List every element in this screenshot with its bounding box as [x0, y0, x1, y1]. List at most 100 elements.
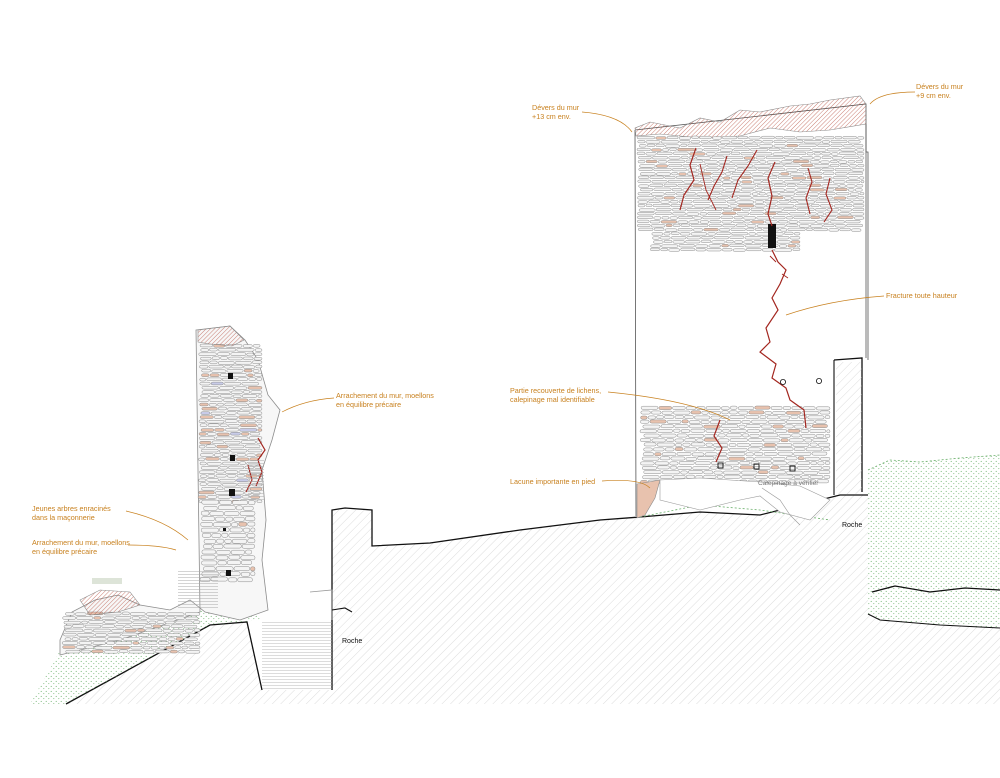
masonry-stone — [121, 632, 138, 637]
masonry-stone — [700, 239, 712, 243]
masonry-stone — [185, 616, 199, 621]
masonry-stone — [84, 624, 102, 629]
masonry-stone — [215, 474, 227, 478]
masonry-stone — [795, 136, 815, 140]
masonry-stone — [200, 356, 212, 361]
masonry-stone — [740, 152, 754, 156]
masonry-stone — [796, 244, 801, 248]
masonry-stone — [751, 419, 768, 424]
masonry-stone — [652, 236, 660, 240]
masonry-stone — [680, 155, 689, 159]
masonry-stone — [820, 457, 831, 461]
masonry-stone — [667, 179, 683, 184]
masonry-stone — [800, 429, 810, 433]
masonry-stone — [806, 212, 817, 216]
masonry-stone — [658, 406, 672, 410]
masonry-stone — [236, 348, 255, 352]
annotation-line: Arrachement du mur, moellons — [336, 391, 434, 400]
masonry-stone — [636, 151, 646, 155]
masonry-stone — [65, 612, 75, 616]
masonry-stone — [745, 452, 754, 457]
masonry-stone — [718, 164, 736, 168]
masonry-stone — [174, 645, 182, 649]
masonry-stone — [121, 611, 130, 616]
masonry-stone — [721, 211, 737, 215]
masonry-stone — [742, 433, 750, 438]
masonry-stone — [840, 148, 856, 152]
masonry-stone — [726, 200, 737, 204]
masonry-stone — [779, 192, 796, 196]
masonry-stone — [700, 420, 710, 424]
masonry-stone — [767, 420, 786, 424]
masonry-stone — [201, 373, 210, 377]
masonry-stone — [728, 196, 739, 200]
masonry-stone — [256, 499, 263, 503]
masonry-stone — [248, 500, 256, 505]
masonry-stone — [655, 164, 668, 168]
masonry-stone — [697, 164, 707, 168]
masonry-stone — [217, 505, 236, 510]
masonry-stone — [216, 444, 229, 449]
masonry-stone — [213, 453, 222, 457]
masonry-stone — [803, 140, 822, 144]
masonry-stone — [729, 415, 746, 419]
masonry-stone — [651, 232, 664, 236]
masonry-stone — [91, 649, 104, 654]
masonry-stone — [686, 208, 704, 212]
masonry-stone — [674, 447, 684, 451]
masonry-stone — [221, 483, 238, 487]
masonry-stone — [733, 147, 750, 151]
masonry-stone — [753, 164, 772, 168]
masonry-stone — [250, 566, 256, 572]
masonry-stone — [853, 216, 865, 220]
masonry-stone — [856, 148, 865, 152]
masonry-stone — [655, 207, 672, 212]
masonry-stone — [643, 442, 657, 447]
masonry-stone — [734, 240, 744, 244]
masonry-stone — [743, 140, 754, 144]
masonry-stone — [690, 428, 706, 433]
masonry-stone — [773, 139, 786, 144]
masonry-stone — [758, 144, 774, 148]
masonry-stone — [665, 223, 673, 227]
masonry-stone — [221, 532, 229, 538]
masonry-stone — [668, 163, 683, 168]
masonry-stone — [201, 532, 212, 538]
masonry-stone — [684, 192, 697, 196]
masonry-stone — [754, 456, 773, 461]
masonry-stone — [199, 343, 213, 348]
masonry-stone — [821, 167, 835, 171]
masonry-stone — [724, 461, 740, 466]
masonry-stone — [703, 470, 714, 475]
masonry-stone — [830, 159, 838, 164]
masonry-stone — [719, 140, 731, 144]
masonry-stone — [209, 394, 220, 398]
masonry-stone — [817, 212, 825, 216]
masonry-stone — [720, 215, 734, 219]
masonry-stone — [643, 470, 662, 474]
masonry-stone — [222, 461, 240, 466]
masonry-stone — [693, 204, 711, 208]
masonry-stone — [636, 219, 650, 223]
masonry-stone — [707, 232, 716, 236]
masonry-stone — [209, 347, 218, 352]
masonry-stone — [778, 200, 790, 204]
masonry-stone — [659, 456, 671, 461]
masonry-stone — [821, 155, 832, 159]
masonry-stone — [229, 527, 243, 533]
masonry-stone — [834, 172, 848, 176]
masonry-stone — [651, 180, 668, 184]
masonry-stone — [705, 428, 722, 433]
masonry-stone — [696, 438, 704, 443]
masonry-stone — [215, 470, 225, 474]
masonry-stone — [760, 429, 775, 434]
masonry-stone — [751, 176, 769, 180]
masonry-stone — [665, 192, 676, 196]
masonry-stone — [653, 167, 672, 172]
masonry-stone — [822, 466, 831, 470]
masonry-stone — [740, 184, 757, 188]
masonry-stone — [219, 386, 234, 390]
masonry-stone — [803, 470, 819, 475]
masonry-stone — [788, 220, 799, 224]
masonry-stone — [175, 620, 193, 625]
